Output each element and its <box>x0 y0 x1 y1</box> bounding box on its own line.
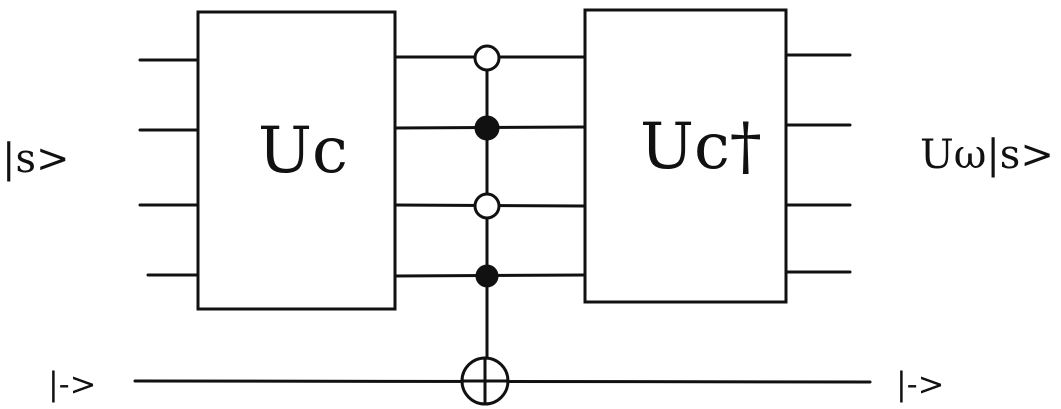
ancilla-out-label: |-> <box>896 365 944 403</box>
output-state-label: Uω|s> <box>920 132 1054 178</box>
gate-uc-box <box>196 10 397 311</box>
control-open-wire-1 <box>473 44 501 72</box>
gate-uc-label: Uc <box>258 114 348 188</box>
middle-wires <box>393 55 587 278</box>
control-open-wire-3 <box>473 192 501 220</box>
target-oplus <box>460 356 510 406</box>
output-wires <box>784 53 852 274</box>
gate-uc-dagger-label: Uc† <box>640 110 762 184</box>
control-closed-wire-2 <box>474 115 500 141</box>
ancilla-in-label: |-> <box>48 365 96 403</box>
input-state-label: |s> <box>2 136 70 182</box>
input-wires <box>138 58 202 277</box>
control-closed-wire-4 <box>475 264 499 288</box>
gate-uc-dagger-box <box>583 8 788 304</box>
